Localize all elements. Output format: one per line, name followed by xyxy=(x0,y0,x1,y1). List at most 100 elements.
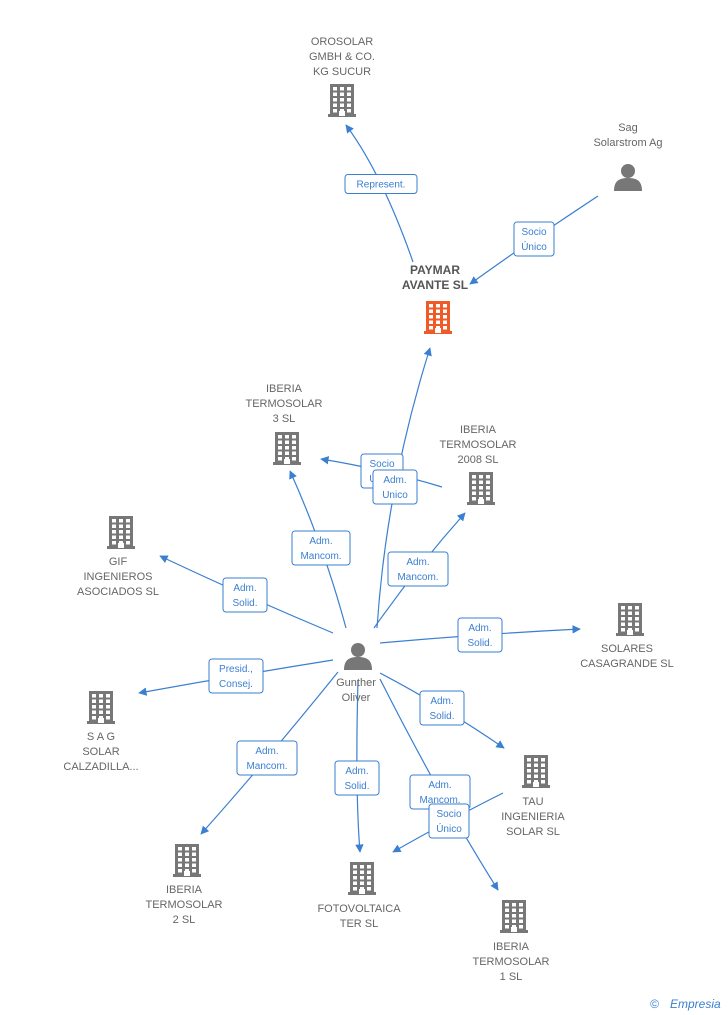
node-label: IBERIA xyxy=(166,884,203,896)
edge-label-text: Solid. xyxy=(344,781,369,792)
footer: © Empresia xyxy=(650,997,721,1011)
building-icon xyxy=(424,301,452,334)
edge-label-gunther-to-iberia3[interactable]: Adm.Mancom. xyxy=(291,530,351,566)
edge-label-text: Adm. xyxy=(468,623,491,634)
edge-label-box xyxy=(428,803,470,839)
node-fotovoltaica[interactable]: FOTOVOLTAICA TER SL xyxy=(317,862,401,930)
edge-label-gunther-to-solares[interactable]: Adm. Solid. xyxy=(457,617,503,653)
node-label: CALZADILLA... xyxy=(63,761,138,773)
brand-logo[interactable]: Empresia xyxy=(670,997,721,1011)
edge-label-box xyxy=(387,551,449,587)
edge-label-box xyxy=(344,174,418,194)
node-label: CASAGRANDE SL xyxy=(580,658,674,670)
copyright-symbol: © xyxy=(650,997,659,1011)
edge-label-text: Mancom. xyxy=(300,551,341,562)
node-label: PAYMAR xyxy=(410,263,460,277)
edge-label-text: Mancom. xyxy=(246,761,287,772)
building-icon xyxy=(173,844,201,877)
node-label: TER SL xyxy=(340,918,379,930)
building-icon xyxy=(87,691,115,724)
building-icon xyxy=(273,432,301,465)
node-solares[interactable]: SOLARES CASAGRANDE SL xyxy=(580,603,674,670)
node-label: TERMOSOLAR xyxy=(439,439,516,451)
edge-label-gunther-to-iberia2008[interactable]: Adm. Mancom. xyxy=(387,551,449,587)
edge-label-text: Mancom. xyxy=(397,572,438,583)
node-gif[interactable]: GIF INGENIEROS ASOCIADOS SL xyxy=(77,516,159,598)
edge-label-text: Consej. xyxy=(219,679,253,690)
node-label: AVANTE SL xyxy=(402,278,468,292)
node-label: ASOCIADOS SL xyxy=(77,586,159,598)
node-label: Oliver xyxy=(342,692,371,704)
building-icon xyxy=(467,472,495,505)
edge-label-gunther-to-sag_solar[interactable]: Presid., Consej. xyxy=(208,658,264,694)
building-icon xyxy=(328,84,356,117)
building-icon xyxy=(348,862,376,895)
edge-label-gunther-to-gif[interactable]: Adm. Solid. xyxy=(222,577,268,613)
edge-label-gunther-to-paymar[interactable]: Adm. Unico xyxy=(372,469,418,505)
node-label: INGENIEROS xyxy=(83,571,152,583)
edge-label-text: Unico xyxy=(382,490,408,501)
edge-label-text: Solid. xyxy=(232,598,257,609)
node-iberia1[interactable]: IBERIA TERMOSOLAR 1 SL xyxy=(472,900,550,983)
edge-label-box xyxy=(222,577,268,613)
building-icon xyxy=(522,755,550,788)
edge-label-text: Socio xyxy=(521,227,546,238)
node-label: SOLARES xyxy=(601,643,653,655)
node-label: S A G xyxy=(87,731,115,743)
node-sag_solar[interactable]: S A G SOLAR CALZADILLA... xyxy=(63,691,139,773)
node-label: OROSOLAR xyxy=(311,36,373,48)
node-label: 2008 SL xyxy=(458,454,499,466)
node-label: IBERIA xyxy=(493,941,530,953)
node-label: 1 SL xyxy=(500,971,523,983)
node-label: SOLAR xyxy=(82,746,119,758)
node-label: IBERIA xyxy=(460,424,497,436)
edge-label-text: Represent. xyxy=(357,180,406,191)
node-label: TERMOSOLAR xyxy=(245,398,322,410)
edge-label-text: Socio xyxy=(436,809,461,820)
edge-label-text: Socio xyxy=(369,459,394,470)
edge-label-gunther-to-fotovoltaica[interactable]: Adm.Solid. xyxy=(334,760,380,796)
node-label: 3 SL xyxy=(273,413,296,425)
node-iberia2008[interactable]: IBERIA TERMOSOLAR 2008 SL xyxy=(439,424,517,505)
edge-label-gunther-to-iberia2[interactable]: Adm.Mancom. xyxy=(236,740,298,776)
edge-label-text: Presid., xyxy=(219,664,253,675)
edge-label-box xyxy=(236,740,298,776)
node-label: GIF xyxy=(109,556,128,568)
node-label: TERMOSOLAR xyxy=(145,899,222,911)
edge-label-box xyxy=(208,658,264,694)
edge-label-gunther-to-tau[interactable]: Adm.Solid. xyxy=(419,690,465,726)
edge-label-box xyxy=(291,530,351,566)
building-icon xyxy=(616,603,644,636)
node-label: INGENIERIA xyxy=(501,811,565,823)
edge-label-paymar-to-orosolar[interactable]: Represent. xyxy=(344,174,418,194)
node-label: Solarstrom Ag xyxy=(593,137,662,149)
node-label: KG SUCUR xyxy=(313,66,371,78)
edge-label-text: Adm. xyxy=(383,475,406,486)
edge-label-text: Adm. xyxy=(430,696,453,707)
node-label: FOTOVOLTAICA xyxy=(317,903,401,915)
building-icon xyxy=(500,900,528,933)
building-icon xyxy=(107,516,135,549)
edge-label-text: Solid. xyxy=(467,638,492,649)
node-label: TERMOSOLAR xyxy=(472,956,549,968)
edge-label-text: Único xyxy=(436,822,462,835)
edge-label-text: Adm. xyxy=(406,557,429,568)
edge-label-text: Mancom. xyxy=(419,795,460,806)
person-icon xyxy=(344,643,372,670)
edge-label-text: Adm. xyxy=(233,583,256,594)
edge-label-text: Adm. xyxy=(428,780,451,791)
edge-label-box xyxy=(513,221,555,257)
edge-label-text: Único xyxy=(521,240,547,253)
node-label: Gunther xyxy=(336,677,376,689)
node-label: Sag xyxy=(618,122,638,134)
